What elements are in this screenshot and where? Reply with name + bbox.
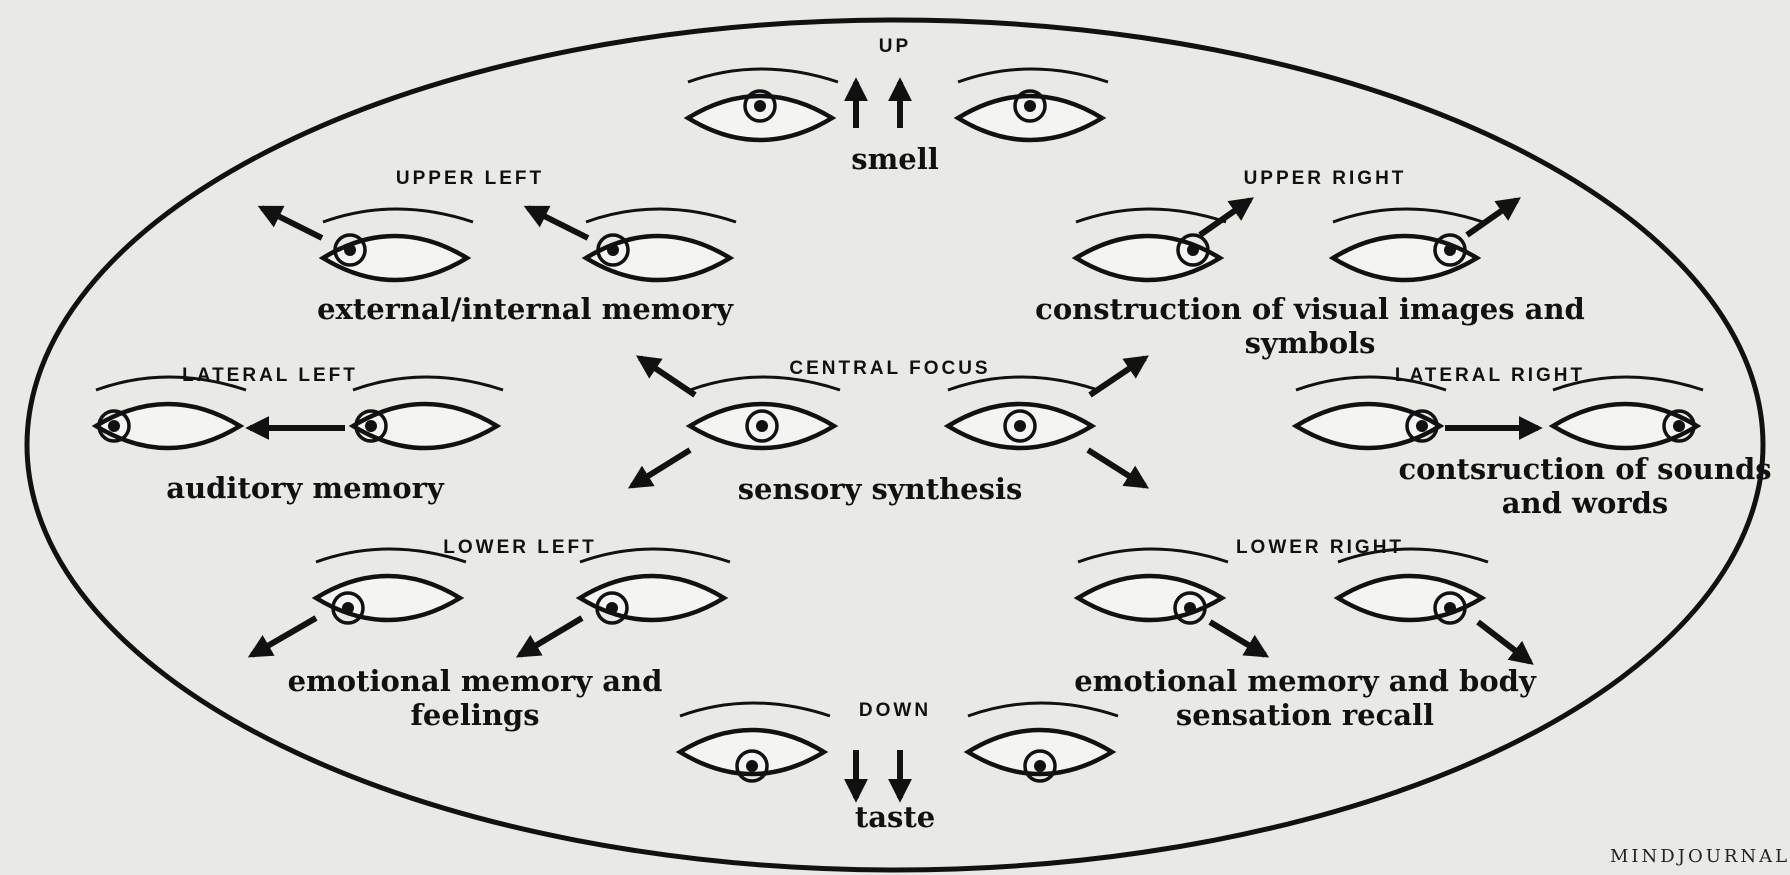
central-1-eye-icon <box>690 377 840 448</box>
central-ul-arrow <box>640 358 695 395</box>
up-right-eye-icon <box>958 69 1108 140</box>
central-ur-arrow <box>1090 358 1145 395</box>
central-lr-arrow <box>1088 450 1145 486</box>
lateral-left-heading: LATERAL LEFT <box>120 365 420 387</box>
upper-right-2-arrow <box>1467 200 1517 235</box>
lower-right-2-arrow <box>1478 622 1530 662</box>
lateral-right-2-eye-icon <box>1553 377 1703 448</box>
lower-right-1-eye-icon <box>1078 549 1228 623</box>
lateral-left-1-eye-icon <box>96 377 246 448</box>
lower-right-1-arrow <box>1210 622 1265 655</box>
upper-right-2-eye-icon <box>1333 209 1483 280</box>
lower-right-heading: LOWER RIGHT <box>1160 537 1480 559</box>
lower-left-2-arrow <box>520 618 582 655</box>
upper-left-heading: UPPER LEFT <box>320 168 620 190</box>
lower-left-1-arrow <box>252 618 316 655</box>
upper-right-description: construction of visual images and symbol… <box>1030 292 1590 360</box>
lateral-right-description: contsruction of sounds and words <box>1390 452 1780 520</box>
up-heading: UP <box>840 36 950 58</box>
upper-left-1-arrow <box>262 208 322 238</box>
central-focus-description: sensory synthesis <box>670 472 1090 506</box>
upper-right-heading: UPPER RIGHT <box>1160 168 1490 190</box>
upper-left-2-eye-icon <box>586 209 736 280</box>
lower-left-2-eye-icon <box>580 549 730 623</box>
lateral-right-heading: LATERAL RIGHT <box>1320 365 1660 387</box>
down-heading: DOWN <box>820 700 970 722</box>
upper-right-1-eye-icon <box>1076 209 1226 280</box>
upper-left-2-arrow <box>528 208 588 238</box>
up-left-eye-icon <box>688 69 838 140</box>
lower-right-description: emotional memory and body sensation reca… <box>1005 664 1605 732</box>
lower-left-description: emotional memory and feelings <box>235 664 715 732</box>
upper-left-1-eye-icon <box>323 209 473 280</box>
lower-left-1-eye-icon <box>316 549 466 623</box>
central-focus-heading: CENTRAL FOCUS <box>690 358 1090 380</box>
lateral-left-description: auditory memory <box>80 471 530 505</box>
down-description: taste <box>795 800 995 834</box>
watermark-logo: MINDJOURNAL <box>1610 846 1790 867</box>
lateral-left-2-eye-icon <box>353 377 503 448</box>
central-2-eye-icon <box>948 377 1098 448</box>
upper-left-description: external/internal memory <box>315 292 735 326</box>
up-description: smell <box>795 142 995 176</box>
lower-left-heading: LOWER LEFT <box>370 537 670 559</box>
lateral-right-1-eye-icon <box>1296 377 1446 448</box>
lower-right-2-eye-icon <box>1338 549 1488 623</box>
